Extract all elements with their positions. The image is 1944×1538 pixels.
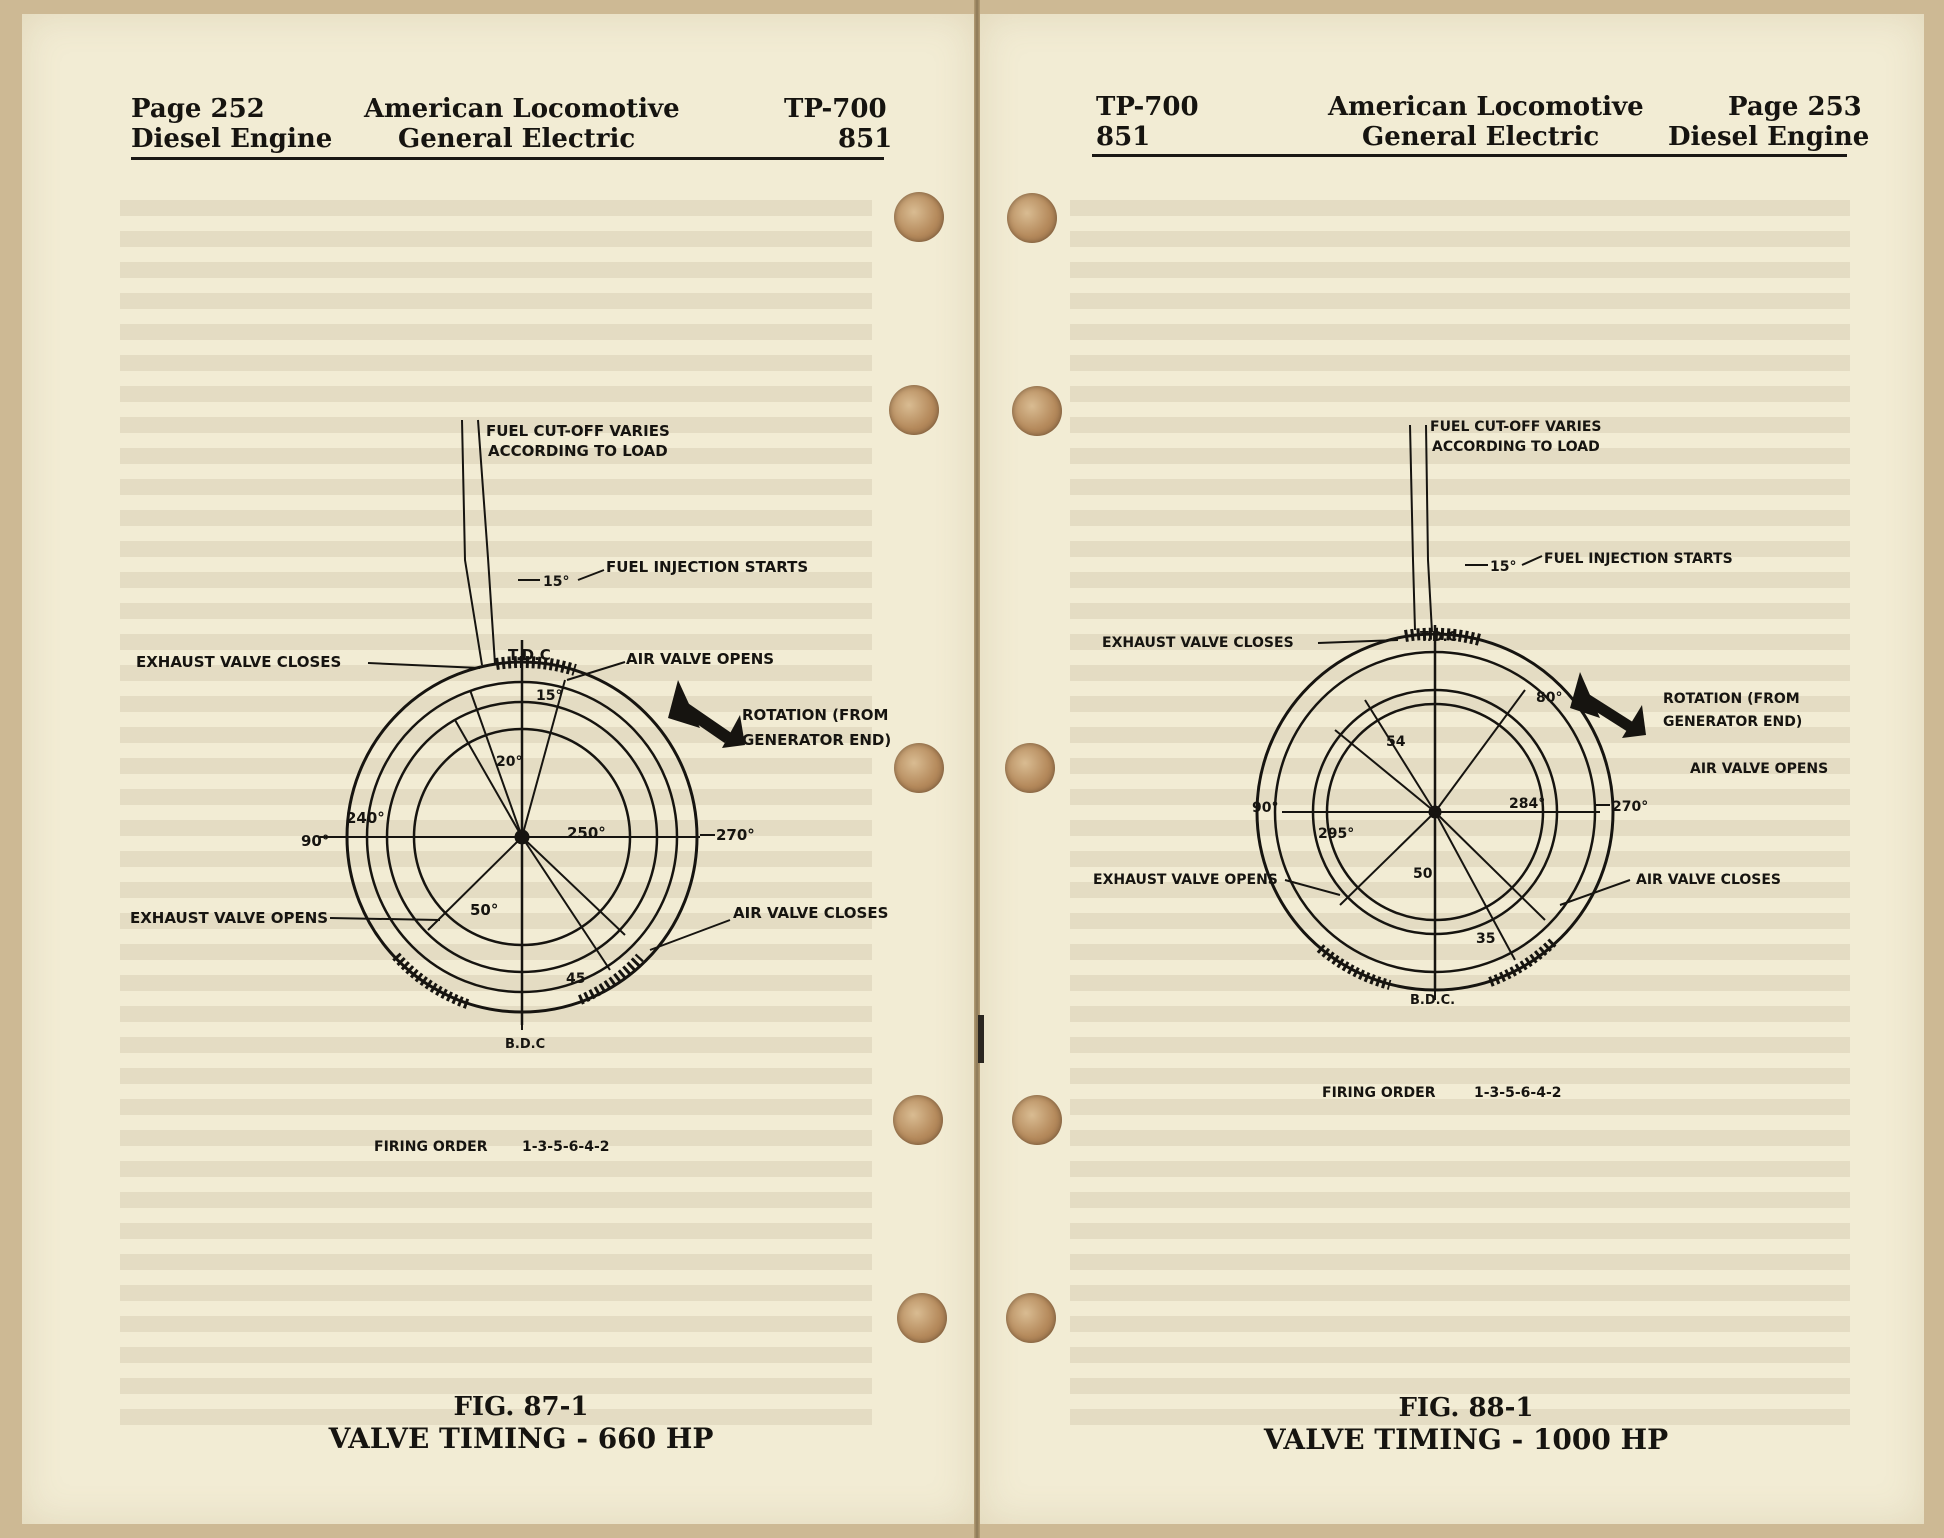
label-firing-order: FIRING ORDER bbox=[1322, 1085, 1436, 1101]
left-section-title: Diesel Engine bbox=[131, 124, 333, 154]
label-angle-90: 90° bbox=[1252, 800, 1278, 816]
label-angle-270: 270° bbox=[716, 826, 755, 844]
left-company-line2: General Electric bbox=[398, 124, 636, 154]
right-doc-id: TP-700 bbox=[1096, 92, 1199, 122]
label-angle-270: 270° bbox=[1612, 799, 1648, 815]
label-angle-50: 50 bbox=[1413, 866, 1433, 882]
label-firing-order: FIRING ORDER bbox=[374, 1139, 488, 1155]
label-angle-80: 80° bbox=[1536, 690, 1562, 706]
label-rotation-1: ROTATION (FROM bbox=[1663, 691, 1800, 707]
right-page bbox=[980, 14, 1924, 1524]
label-angle-240: 240° bbox=[346, 809, 385, 827]
right-page-number: Page 253 bbox=[1728, 92, 1862, 122]
left-figure-title: VALVE TIMING - 660 HP bbox=[328, 1422, 714, 1455]
left-company-line1: American Locomotive bbox=[364, 94, 680, 124]
label-angle-50: 50° bbox=[470, 901, 498, 919]
label-fuel-cutoff-1: FUEL CUT-OFF VARIES bbox=[1430, 419, 1602, 435]
label-rotation-1: ROTATION (FROM bbox=[742, 706, 888, 724]
label-air-opens: AIR VALVE OPENS bbox=[1690, 761, 1828, 777]
label-tdc: T.D.C bbox=[1420, 630, 1457, 645]
label-angle-20: 20° bbox=[496, 754, 522, 770]
label-fuel-cutoff-2: ACCORDING TO LOAD bbox=[488, 442, 668, 460]
punch-hole bbox=[893, 1095, 943, 1145]
label-angle-15b: 15° bbox=[536, 688, 562, 704]
right-bleedthrough bbox=[1070, 200, 1850, 1440]
label-air-closes: AIR VALVE CLOSES bbox=[1636, 872, 1781, 888]
right-doc-number: 851 bbox=[1096, 122, 1151, 152]
punch-hole bbox=[897, 1293, 947, 1343]
right-figure-title: VALVE TIMING - 1000 HP bbox=[1263, 1423, 1669, 1456]
right-company-line1: American Locomotive bbox=[1328, 92, 1644, 122]
label-angle-15a: 15° bbox=[543, 574, 569, 590]
label-exhaust-opens: EXHAUST VALVE OPENS bbox=[130, 909, 328, 927]
label-angle-295: 295° bbox=[1318, 826, 1354, 842]
label-air-closes: AIR VALVE CLOSES bbox=[733, 904, 888, 922]
label-tdc: T.D.C bbox=[508, 646, 551, 664]
punch-hole bbox=[894, 743, 944, 793]
label-angle-90: 90° bbox=[301, 832, 329, 850]
label-firing-sequence: 1-3-5-6-4-2 bbox=[1474, 1085, 1562, 1101]
label-angle-250: 250° bbox=[567, 824, 606, 842]
label-fuel-cutoff-2: ACCORDING TO LOAD bbox=[1432, 439, 1600, 455]
right-figure-number: FIG. 88-1 bbox=[1398, 1393, 1534, 1423]
label-fuel-cutoff-1: FUEL CUT-OFF VARIES bbox=[486, 422, 670, 440]
left-doc-id: TP-700 bbox=[784, 94, 887, 124]
punch-hole bbox=[894, 192, 944, 242]
right-header-rule bbox=[1092, 154, 1847, 157]
right-section-title: Diesel Engine bbox=[1668, 122, 1870, 152]
punch-hole bbox=[1006, 1293, 1056, 1343]
label-exhaust-opens: EXHAUST VALVE OPENS bbox=[1093, 872, 1278, 888]
label-rotation-2: GENERATOR END) bbox=[1663, 714, 1802, 730]
left-bleedthrough bbox=[120, 200, 872, 1440]
punch-hole bbox=[1012, 1095, 1062, 1145]
punch-hole bbox=[1012, 386, 1062, 436]
label-bdc: B.D.C bbox=[505, 1037, 545, 1052]
book-spine bbox=[974, 0, 980, 1538]
left-figure-number: FIG. 87-1 bbox=[453, 1392, 589, 1422]
binding-mark bbox=[978, 1015, 984, 1063]
right-company-line2: General Electric bbox=[1362, 122, 1600, 152]
left-page-number: Page 252 bbox=[131, 94, 265, 124]
label-exhaust-closes: EXHAUST VALVE CLOSES bbox=[136, 653, 341, 671]
punch-hole bbox=[889, 385, 939, 435]
punch-hole bbox=[1005, 743, 1055, 793]
label-firing-sequence: 1-3-5-6-4-2 bbox=[522, 1139, 610, 1155]
label-fuel-injection: FUEL INJECTION STARTS bbox=[606, 558, 808, 576]
punch-hole bbox=[1007, 193, 1057, 243]
label-fuel-injection: FUEL INJECTION STARTS bbox=[1544, 551, 1733, 567]
label-angle-54: 54 bbox=[1386, 734, 1406, 750]
label-exhaust-closes: EXHAUST VALVE CLOSES bbox=[1102, 635, 1294, 651]
left-header-rule bbox=[131, 157, 884, 160]
label-bdc: B.D.C. bbox=[1410, 993, 1455, 1008]
label-air-opens: AIR VALVE OPENS bbox=[626, 650, 774, 668]
label-angle-45: 45 bbox=[566, 971, 585, 987]
valve-timing-diagram-660hp: FUEL CUT-OFF VARIES ACCORDING TO LOAD 15… bbox=[130, 419, 891, 1155]
label-rotation-2: GENERATOR END) bbox=[742, 731, 891, 749]
label-angle-15: 15° bbox=[1490, 559, 1516, 575]
left-doc-number: 851 bbox=[838, 124, 893, 154]
label-angle-35: 35 bbox=[1476, 931, 1495, 947]
label-angle-284: 284° bbox=[1509, 796, 1545, 812]
